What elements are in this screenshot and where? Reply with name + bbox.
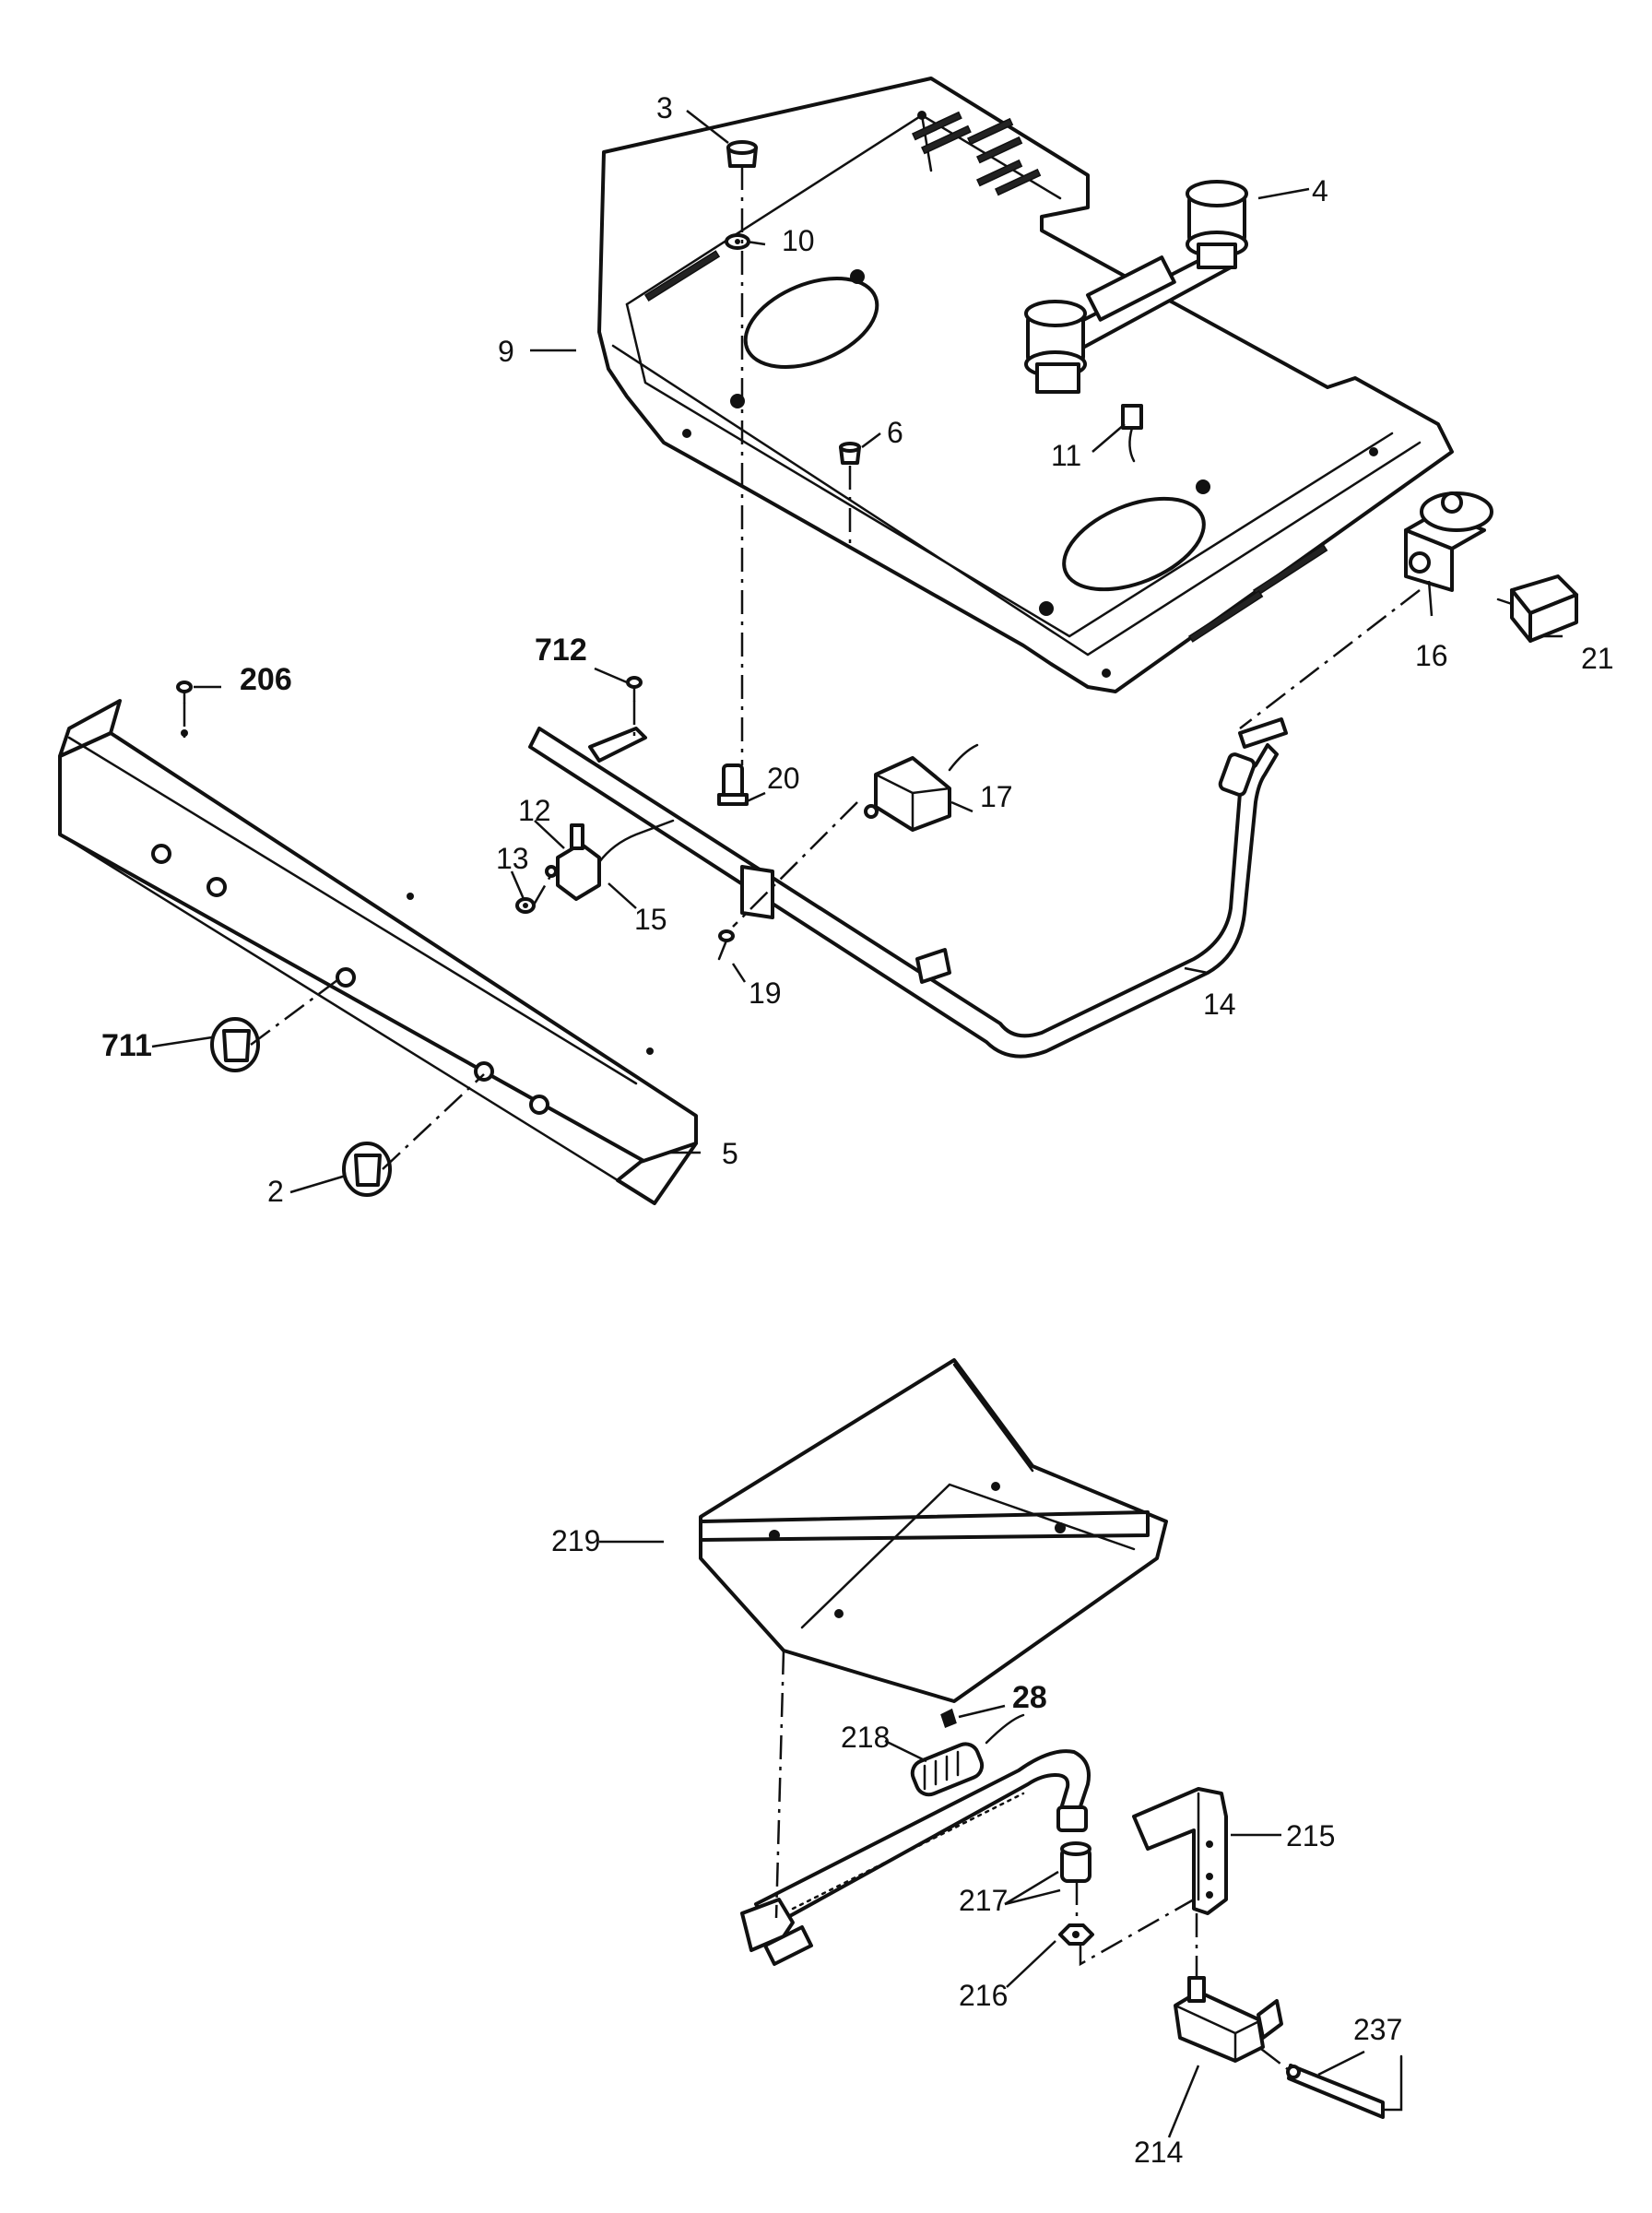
part-17-valve xyxy=(864,743,979,832)
manifold-bracket-right xyxy=(915,948,951,984)
callout-11: 11 xyxy=(1051,439,1081,472)
callout-13: 13 xyxy=(496,842,529,875)
callout-4: 4 xyxy=(1312,174,1328,207)
callout-19: 19 xyxy=(749,976,782,1010)
part-19-screw xyxy=(717,929,735,961)
manifold-bracket-left xyxy=(588,727,647,763)
callout-3: 3 xyxy=(656,91,673,124)
part-21-switch xyxy=(1496,574,1578,643)
assembly-lines-lower xyxy=(774,1650,1290,2071)
part-214-oven-valve xyxy=(1174,1976,1283,2063)
callout-14: 14 xyxy=(1203,988,1236,1021)
callout-712: 712 xyxy=(535,633,587,668)
part-219-deflector xyxy=(699,1358,1168,1703)
callout-237: 237 xyxy=(1353,2013,1402,2046)
callout-28: 28 xyxy=(1012,1680,1047,1715)
callout-711: 711 xyxy=(101,1028,152,1063)
part-237-capillary xyxy=(1286,2054,1403,2119)
burner-head-left xyxy=(1024,300,1087,394)
part-217-orifice xyxy=(1060,1841,1092,1883)
part-711-knob xyxy=(210,1017,260,1072)
callout-6: 6 xyxy=(887,416,903,449)
vent-slots xyxy=(643,111,1328,643)
callout-21: 21 xyxy=(1581,642,1614,675)
assembly-lines-upper xyxy=(183,166,1421,1170)
callout-206: 206 xyxy=(240,662,292,697)
callout-214: 214 xyxy=(1134,2136,1183,2169)
part-14-manifold xyxy=(528,717,1288,1059)
part-712-screw xyxy=(626,676,643,703)
callout-215: 215 xyxy=(1286,1819,1335,1852)
callout-15: 15 xyxy=(634,903,667,936)
part-2-knob xyxy=(342,1142,392,1197)
part-3-cap xyxy=(726,140,758,168)
manifold-bracket-mid xyxy=(740,865,774,919)
part-10-washer xyxy=(725,233,750,250)
callout-16: 16 xyxy=(1415,639,1448,672)
burner-box-panel xyxy=(597,77,1454,693)
callout-2: 2 xyxy=(267,1175,284,1208)
callout-5: 5 xyxy=(722,1137,738,1170)
callout-20: 20 xyxy=(767,762,800,795)
oven-burner-tube xyxy=(740,1749,1091,1966)
callout-12: 12 xyxy=(518,794,551,827)
part-5-control-panel xyxy=(58,699,698,1205)
callout-17: 17 xyxy=(980,780,1013,813)
part-16-regulator xyxy=(1404,491,1493,592)
callout-219: 219 xyxy=(551,1524,600,1557)
callout-9: 9 xyxy=(498,335,514,368)
part-216-nut xyxy=(1058,1923,1094,1946)
top-burner-assembly xyxy=(1024,180,1248,394)
part-28-screw xyxy=(940,1708,957,1728)
part-206-screw xyxy=(176,680,193,704)
leader-lines xyxy=(151,110,1563,2138)
callout-labels: 3 4 10 9 6 11 16 21 206 712 20 17 12 13 … xyxy=(101,91,1614,2169)
part-215-bracket xyxy=(1132,1787,1228,1915)
callout-10: 10 xyxy=(782,224,815,257)
callout-218: 218 xyxy=(841,1721,890,1754)
burner-head-right xyxy=(1186,180,1248,269)
part-218-igniter xyxy=(910,1713,1025,1797)
callout-217: 217 xyxy=(959,1884,1008,1917)
part-15-valve xyxy=(545,819,675,901)
part-13-washer xyxy=(515,897,536,914)
part-6-grommet xyxy=(839,442,861,465)
part-11-clip xyxy=(1121,404,1143,463)
part-20-fitting xyxy=(717,763,749,806)
callout-216: 216 xyxy=(959,1979,1008,2012)
